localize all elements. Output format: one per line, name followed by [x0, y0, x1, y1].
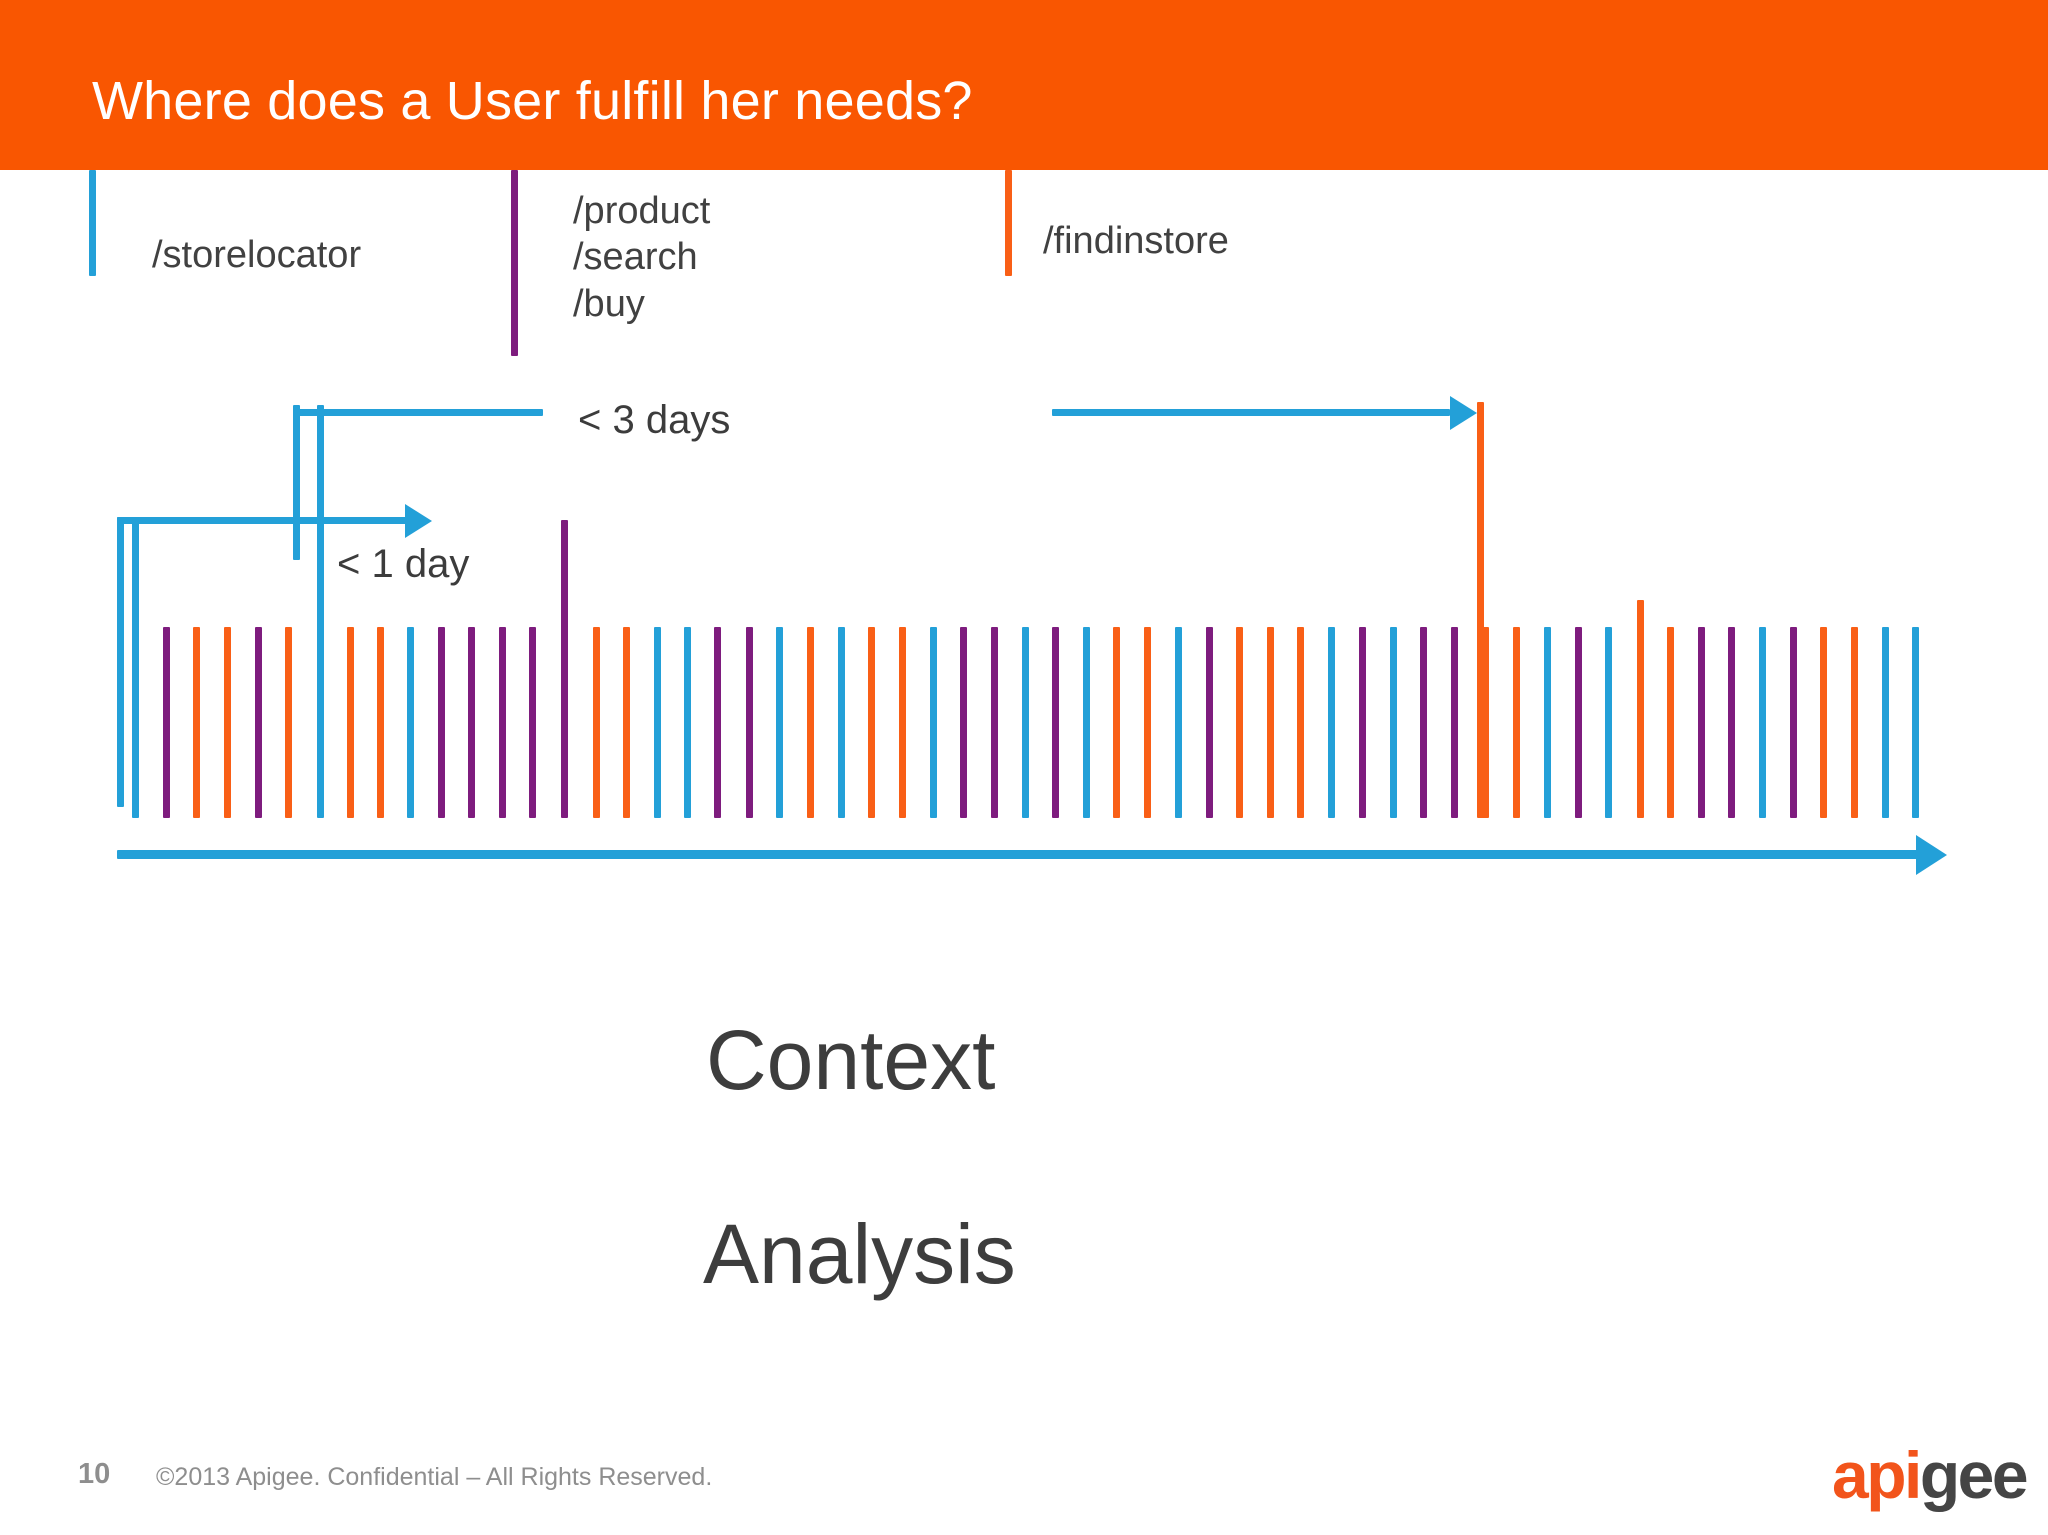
span-label-three-days: < 3 days: [578, 398, 731, 442]
event-tick: [1328, 627, 1335, 818]
event-tick: [317, 600, 324, 818]
event-tick: [1667, 627, 1674, 818]
event-tick-riser: [132, 517, 139, 630]
event-tick: [1544, 627, 1551, 818]
three-days-left-rule: [293, 409, 543, 416]
event-tick: [163, 627, 170, 818]
marker-label-findinstore: /findinstore: [1043, 220, 1229, 262]
event-tick: [1882, 627, 1889, 818]
event-tick: [868, 627, 875, 818]
marker-line-storelocator: [89, 170, 96, 276]
event-tick: [1482, 627, 1489, 818]
event-tick-riser: [561, 520, 568, 627]
event-tick-riser: [317, 405, 324, 630]
marker-line-product-search-buy: [511, 170, 518, 356]
event-tick: [1420, 627, 1427, 818]
event-tick: [561, 600, 568, 818]
event-tick: [1513, 627, 1520, 818]
event-tick: [746, 627, 753, 818]
logo-text-gee: gee: [1919, 1438, 2029, 1512]
event-tick: [1267, 627, 1274, 818]
page-number: 10: [78, 1458, 111, 1490]
event-tick: [193, 627, 200, 818]
marker-label-storelocator: /storelocator: [152, 234, 362, 276]
event-tick: [991, 627, 998, 818]
event-tick: [529, 627, 536, 818]
page-title: Where does a User fulfill her needs?: [92, 71, 973, 131]
event-tick: [224, 627, 231, 818]
event-tick: [1297, 627, 1304, 818]
event-tick: [1575, 627, 1582, 818]
one-day-arrowhead-icon: [405, 504, 432, 538]
event-tick: [1451, 627, 1458, 818]
three-days-arrowhead-icon: [1450, 396, 1477, 430]
event-tick: [1912, 627, 1919, 818]
event-tick: [776, 627, 783, 818]
event-tick: [1390, 627, 1397, 818]
event-tick: [1113, 627, 1120, 818]
event-tick: [654, 627, 661, 818]
event-tick: [1820, 627, 1827, 818]
one-day-left-tick: [117, 517, 124, 807]
event-tick: [1206, 627, 1213, 818]
event-tick: [1083, 627, 1090, 818]
event-tick: [1790, 627, 1797, 818]
marker-label-product-search-buy: /product /search /buy: [573, 190, 711, 325]
event-tick: [377, 627, 384, 818]
big-word-context: Context: [706, 1013, 996, 1107]
event-tick: [960, 627, 967, 818]
slide-header-bar: [0, 0, 2048, 170]
copyright-notice: ©2013 Apigee. Confidential – All Rights …: [156, 1463, 713, 1491]
event-tick: [593, 627, 600, 818]
marker-line-findinstore: [1005, 170, 1012, 276]
apigee-logo: apigee: [1832, 1442, 2029, 1508]
event-tick: [1759, 627, 1766, 818]
event-tick: [132, 600, 139, 818]
event-tick: [838, 627, 845, 818]
event-tick: [255, 627, 262, 818]
event-tick: [684, 627, 691, 818]
event-tick: [1022, 627, 1029, 818]
event-tick: [1851, 627, 1858, 818]
event-tick: [1698, 627, 1705, 818]
event-tick: [499, 627, 506, 818]
event-tick-riser: [1477, 402, 1484, 818]
event-tick: [930, 627, 937, 818]
event-tick: [1052, 627, 1059, 818]
event-tick: [1728, 627, 1735, 818]
event-tick: [1144, 627, 1151, 818]
event-tick: [899, 627, 906, 818]
event-tick: [1175, 627, 1182, 818]
logo-text-api: api: [1832, 1438, 1922, 1512]
one-day-rule: [117, 517, 407, 524]
time-axis-arrowhead-icon: [1916, 835, 1947, 875]
event-tick: [347, 627, 354, 818]
three-days-left-tick: [293, 405, 300, 560]
big-word-analysis: Analysis: [703, 1207, 1016, 1301]
event-tick: [468, 627, 475, 818]
event-tick: [1359, 627, 1366, 818]
span-label-one-day: < 1 day: [337, 542, 470, 586]
event-tick: [285, 627, 292, 818]
event-tick: [1236, 627, 1243, 818]
time-axis-line: [117, 850, 1919, 859]
event-tick: [1637, 600, 1644, 818]
event-tick: [407, 627, 414, 818]
three-days-right-rule: [1052, 409, 1450, 416]
event-tick: [438, 627, 445, 818]
event-tick: [714, 627, 721, 818]
event-tick: [623, 627, 630, 818]
event-tick: [1605, 627, 1612, 818]
event-tick: [807, 627, 814, 818]
